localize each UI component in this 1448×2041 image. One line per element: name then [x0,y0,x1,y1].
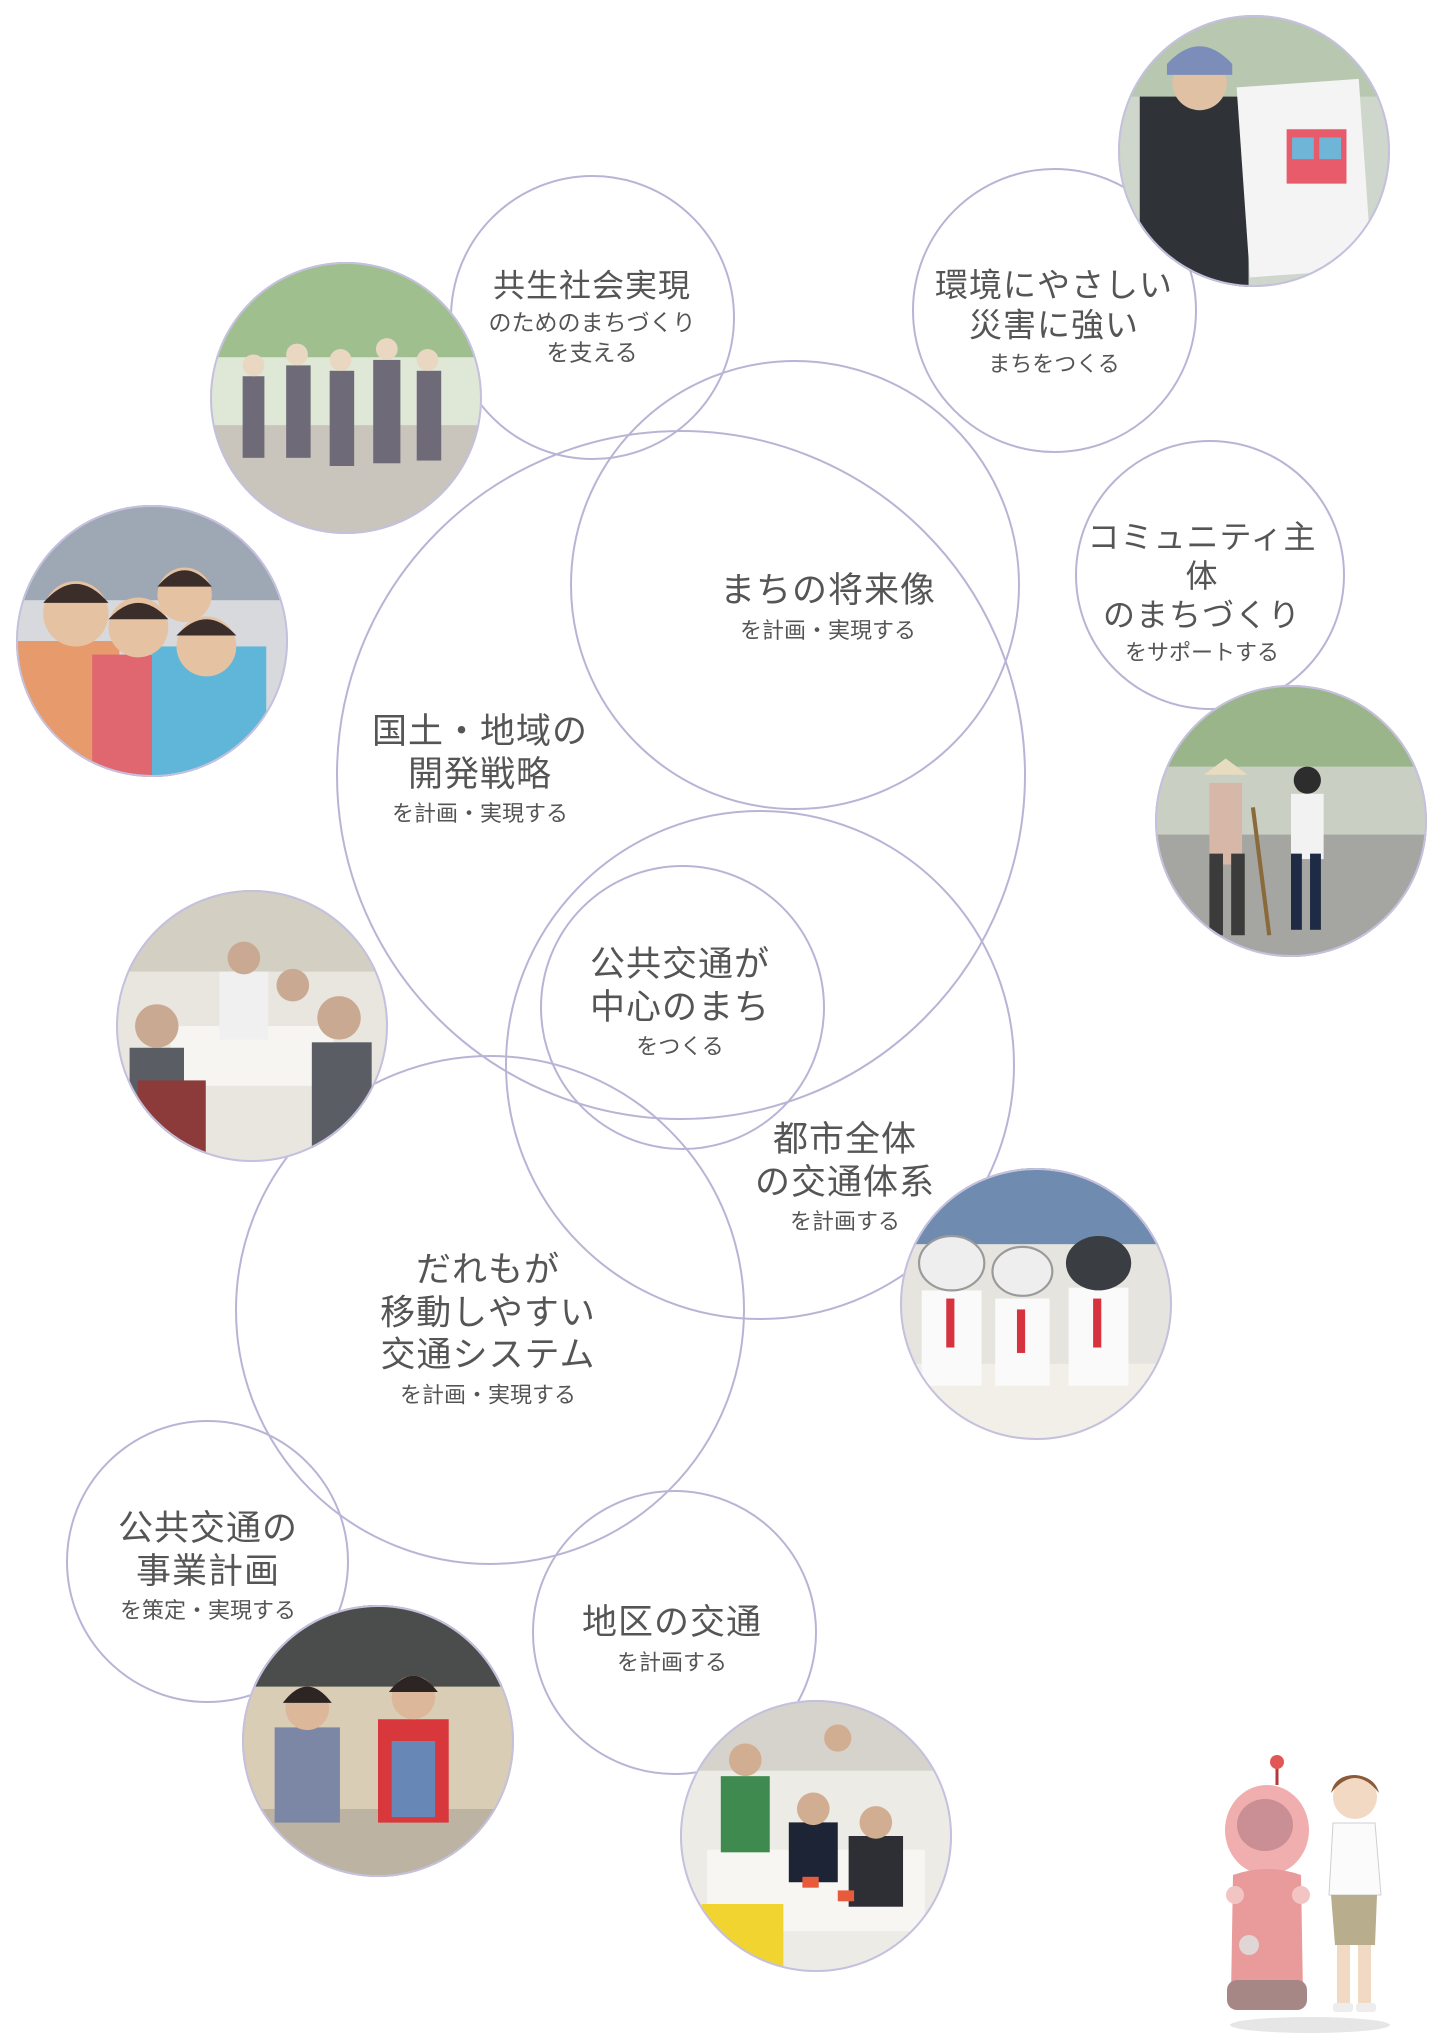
students-reading-photo [242,1605,514,1877]
node-daremo: だれもが 移動しやすい 交通システム を計画・実現する [380,1250,596,1411]
node-community-title: コミュニティ主体 のまちづくり [1087,518,1317,635]
node-kokyo-title: 公共交通が 中心のまち [589,944,771,1028]
node-kyosei-title: 共生社会実現 [492,266,691,305]
elderly-group-photo [210,262,482,534]
node-community-sub: をサポートする [1124,641,1279,667]
ring-daremo [235,1055,745,1565]
node-jigyo-sub: を策定・実現する [119,1599,297,1625]
node-toshi: 都市全体 の交通体系 を計画する [755,1119,935,1237]
node-kyosei: 共生社会実現 のためのまちづくり を支える [489,267,696,370]
node-jigyo-title: 公共交通の 事業計画 [117,1508,299,1592]
node-kokudo-title: 国土・地域の 開発戦略 [371,711,589,795]
ring-community [1075,440,1345,710]
ring-kankyo [912,168,1197,453]
node-kankyo: 環境にやさしい 災害に強い まちをつくる [935,265,1173,378]
node-toshi-sub: を計画する [789,1210,901,1236]
students-helmets-photo [900,1168,1172,1440]
node-daremo-sub: を計画・実現する [399,1383,576,1409]
node-jigyo: 公共交通の 事業計画 を策定・実現する [118,1508,298,1626]
node-kankyo-title: 環境にやさしい 災害に強い [935,265,1173,345]
girls-portrait-photo [16,505,288,777]
node-toshi-title: 都市全体 の交通体系 [754,1119,936,1203]
classroom-workshop-photo [680,1700,952,1972]
bicycle-street-photo [1155,685,1427,957]
node-kokyo: 公共交通が 中心のまち をつくる [590,944,770,1062]
node-kokyo-sub: をつくる [636,1035,724,1061]
node-daremo-title: だれもが 移動しやすい 交通システム [380,1250,596,1376]
node-kankyo-sub: まちをつくる [988,351,1120,377]
node-community: コミュニティ主体 のまちづくり をサポートする [1079,518,1325,668]
node-kokudo: 国土・地域の 開発戦略 を計画・実現する [372,711,588,829]
node-shoraizo: まちの将来像 を計画・実現する [720,570,936,646]
node-chiku: 地区の交通 を計画する [582,1602,762,1678]
robot-and-boy-illustration [1215,1745,1405,2035]
node-shoraizo-title: まちの将来像 [719,571,937,612]
node-shoraizo-sub: を計画・実現する [739,618,917,644]
workshop-meeting-photo [116,890,388,1162]
node-kokudo-sub: を計画・実現する [391,802,569,828]
node-kyosei-sub: のためのまちづくり を支える [488,310,696,367]
ring-jigyo [66,1420,349,1703]
node-chiku-title: 地区の交通 [581,1603,763,1644]
node-chiku-sub: を計画する [616,1650,728,1676]
ring-chiku [532,1490,817,1775]
child-with-drawing-photo [1118,15,1390,287]
